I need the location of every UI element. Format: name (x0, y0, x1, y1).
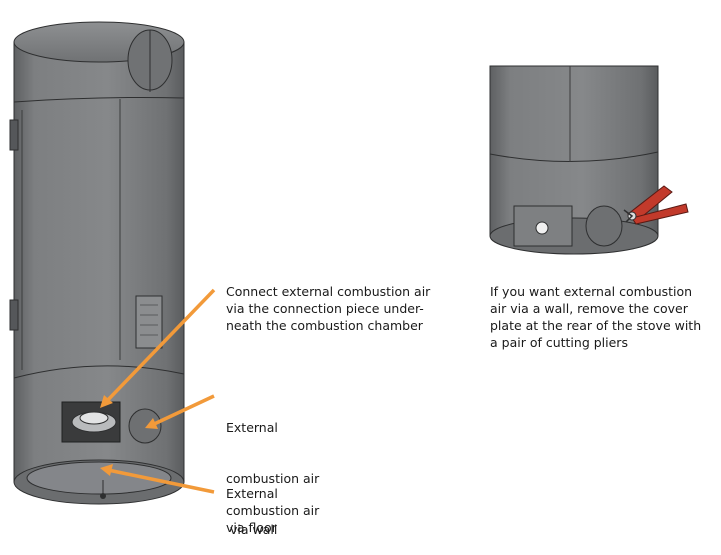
leader-arrows (100, 288, 216, 494)
callout-line: External (226, 486, 278, 501)
callout-via-floor: External combustion air via floor (226, 485, 319, 536)
right-seam (489, 151, 659, 162)
stove-right (489, 65, 689, 255)
callout-line: combustion air (226, 471, 320, 486)
stove-left (9, 21, 185, 505)
callout-line: plate at the rear of the stove with (490, 318, 702, 333)
cutting-pliers (623, 185, 689, 225)
callout-connection-piece: Connect external combustion air via the … (226, 283, 430, 334)
callout-via-wall: External combustion air via wall (226, 385, 319, 555)
callout-line: via the connection piece under- (226, 301, 424, 316)
arrow-via-floor (107, 468, 215, 494)
callout-line: via wall (226, 522, 278, 537)
arrow-via-wall (151, 394, 215, 427)
callout-line: neath the combustion chamber (226, 318, 423, 333)
floor-opening (26, 461, 172, 495)
callout-line: combustion air (226, 503, 320, 518)
callout-line: via floor (226, 520, 277, 535)
callout-cover-plate: If you want external combustion air via … (490, 283, 701, 351)
callout-line: Connect external combustion air (226, 284, 431, 299)
wall-outlet (128, 408, 162, 444)
arrow-connection-piece (102, 288, 216, 406)
rear-panel (135, 295, 163, 349)
callout-line: a pair of cutting pliers (490, 335, 628, 350)
callout-line: If you want external combustion (490, 284, 693, 299)
wall-outlet-right (585, 205, 623, 247)
lower-seam (13, 365, 185, 379)
upper-seam (13, 97, 185, 103)
callout-line: air via a wall, remove the cover (490, 301, 688, 316)
callout-line: External (226, 420, 278, 435)
